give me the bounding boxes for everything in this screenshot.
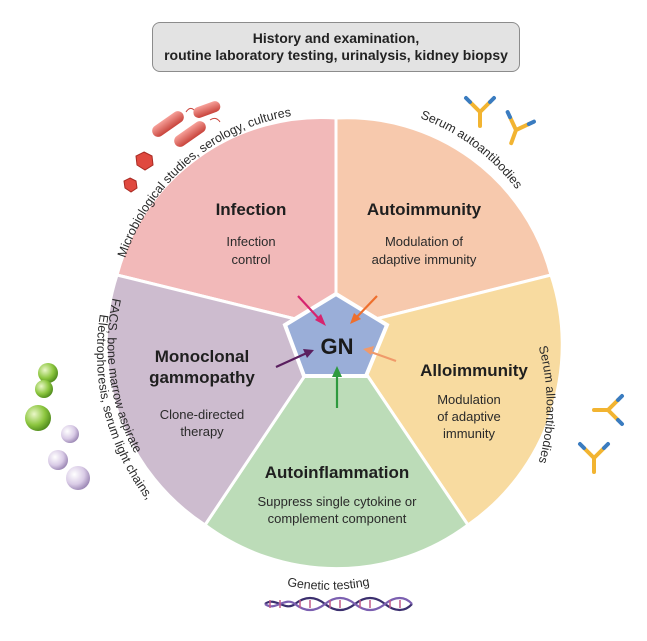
segment-infection — [115, 115, 338, 331]
arrow-autoimmunity — [353, 295, 378, 321]
arrowhead-alloimmunity — [363, 346, 374, 355]
segment-alloimmunity — [333, 273, 564, 528]
segment-autoinflammation — [202, 326, 471, 571]
segment-monoclonal — [104, 273, 339, 528]
autoimmunity-sub-1: Modulation of — [385, 234, 463, 249]
antibody-icon-side — [578, 394, 624, 474]
arrowhead-autoimmunity — [350, 313, 361, 324]
alloimmunity-title: Alloimmunity — [420, 361, 528, 380]
virus-icon — [123, 151, 154, 193]
monoclonal-sub-2: therapy — [180, 424, 224, 439]
autoinflammation-sub-2: complement component — [268, 511, 407, 526]
infection-title: Infection — [216, 200, 287, 219]
bacteria-icon — [152, 101, 221, 147]
monoclonal-title-2: gammopathy — [149, 368, 255, 387]
segment-autoimmunity — [334, 116, 553, 331]
monoclonal-title-1: Monoclonal — [155, 347, 249, 366]
autoinflammation-sub-1: Suppress single cytokine or — [258, 494, 418, 509]
antibody-icon-top — [464, 96, 536, 146]
alloimmunity-sub-1: Modulation — [437, 392, 501, 407]
header-line-1: History and examination, — [252, 30, 420, 46]
monoclonal-sub-1: Clone-directed — [160, 407, 245, 422]
arrow-alloimmunity — [367, 349, 397, 363]
infection-sub-2: control — [231, 252, 270, 267]
header-box: History and examination, routine laborat… — [152, 22, 520, 72]
alloimmunity-sub-3: immunity — [443, 426, 496, 441]
gn-label: GN — [321, 334, 354, 359]
arrowhead-monoclonal — [303, 349, 314, 358]
autoimmunity-title: Autoimmunity — [367, 200, 482, 219]
autoimmunity-sub-2: adaptive immunity — [372, 252, 477, 267]
genetic-testing-label: Genetic testing — [286, 575, 370, 593]
dna-icon — [264, 596, 413, 612]
arrowhead-infection — [315, 314, 326, 326]
plasma-cells-icon — [25, 363, 90, 490]
infection-sub-1: Infection — [226, 234, 275, 249]
autoinflammation-title: Autoinflammation — [265, 463, 410, 482]
arrowhead-autoinflammation — [332, 366, 342, 377]
alloimmunity-sub-2: of adaptive — [437, 409, 501, 424]
arrow-monoclonal — [275, 350, 310, 369]
header-line-2: routine laboratory testing, urinalysis, … — [164, 47, 508, 63]
